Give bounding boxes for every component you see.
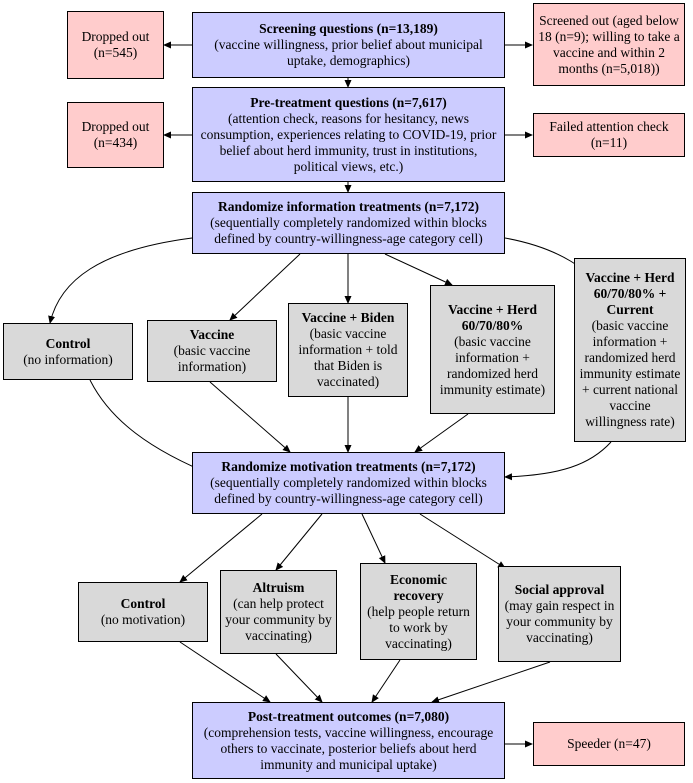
arrow-economic-to-post	[371, 659, 401, 703]
motivation-social-body: (may gain respect in your community by v…	[504, 598, 615, 645]
arrow-herdcurrent-to-motiv	[504, 441, 612, 481]
arrow-rand-to-herd	[384, 253, 453, 286]
info-treatment-herd-current: Vaccine + Herd 60/70/80% + Current (basi…	[574, 258, 686, 442]
screening-body: (vaccine willingness, prior belief about…	[214, 37, 483, 68]
motivation-treatment-economic: Economic recovery (help people return to…	[360, 563, 477, 660]
dropped-out-2-text: Dropped out (n=434)	[81, 119, 150, 150]
info-treatment-herd: Vaccine + Herd 60/70/80% (basic vaccine …	[430, 285, 555, 414]
motivation-treatment-control: Control (no motivation)	[78, 582, 208, 642]
failed-attention-box: Failed attention check (n=11)	[533, 113, 685, 157]
post-treatment-title: Post-treatment outcomes (n=7,080)	[247, 708, 450, 724]
arrow-altruism-to-post	[275, 653, 323, 703]
arrow-social-to-post	[431, 661, 551, 704]
motivation-control-body: (no motivation)	[100, 612, 186, 627]
arrow-herd-to-motiv	[414, 413, 469, 453]
motivation-altruism-body: (can help protect your community by vacc…	[225, 596, 332, 643]
pretreatment-body: (attention check, reasons for hesitancy,…	[200, 110, 497, 174]
arrow-motiv-to-economic	[361, 513, 386, 564]
arrow-motiv-to-altruism	[275, 513, 323, 571]
randomize-motivation-title: Randomize motivation treatments (n=7,172…	[221, 459, 476, 474]
speeder-text: Speeder (n=47)	[567, 736, 651, 751]
info-biden-body: (basic vaccine information + told that B…	[298, 326, 398, 389]
info-control-body: (no information)	[23, 351, 113, 367]
motivation-treatment-altruism: Altruism (can help protect your communit…	[220, 570, 337, 654]
screening-title: Screening questions (n=13,189)	[259, 21, 438, 36]
arrow-vaccine-to-motiv	[209, 381, 291, 453]
arrow-rand-to-control	[48, 237, 193, 324]
info-treatment-vaccine: Vaccine (basic vaccine information)	[147, 320, 277, 382]
info-herd-body: (basic vaccine information + randomized …	[439, 333, 546, 397]
arrow-motiv-to-social	[419, 513, 506, 569]
info-biden-title: Vaccine + Biden	[301, 310, 395, 325]
motivation-economic-body: (help people return to work by vaccinati…	[367, 603, 470, 651]
dropped-out-box-1: Dropped out (n=545)	[67, 11, 164, 79]
pretreatment-questions-box: Pre-treatment questions (n=7,617) (atten…	[192, 87, 505, 182]
info-herd-current-title: Vaccine + Herd 60/70/80% + Current	[585, 270, 675, 317]
screened-out-text: Screened out (aged below 18 (n=9); willi…	[538, 12, 680, 76]
screened-out-box: Screened out (aged below 18 (n=9); willi…	[533, 3, 685, 86]
info-treatment-control: Control (no information)	[3, 323, 133, 380]
info-control-title: Control	[45, 335, 91, 351]
motivation-social-title: Social approval	[514, 582, 605, 597]
info-herd-current-body: (basic vaccine information + randomized …	[579, 318, 681, 429]
motivation-control-title: Control	[120, 596, 166, 611]
motivation-altruism-title: Altruism	[252, 580, 305, 595]
failed-attention-text: Failed attention check (n=11)	[549, 119, 669, 150]
post-treatment-box: Post-treatment outcomes (n=7,080) (compr…	[192, 702, 505, 779]
arrow-rand-to-vaccine	[229, 253, 301, 321]
pretreatment-title: Pre-treatment questions (n=7,617)	[250, 94, 447, 110]
screening-questions-box: Screening questions (n=13,189) (vaccine …	[192, 12, 505, 78]
randomize-information-title: Randomize information treatments (n=7,17…	[218, 199, 479, 214]
dropped-out-box-2: Dropped out (n=434)	[67, 102, 164, 168]
motivation-treatment-social: Social approval (may gain respect in you…	[498, 566, 621, 662]
post-treatment-body: (comprehension tests, vaccine willingnes…	[203, 724, 494, 772]
info-vaccine-body: (basic vaccine information)	[173, 343, 251, 374]
randomize-information-box: Randomize information treatments (n=7,17…	[192, 192, 505, 254]
arrow-mcontrol-to-post	[179, 641, 271, 703]
randomize-motivation-body: (sequentially completely randomized with…	[210, 475, 487, 506]
arrow-motiv-to-control	[179, 513, 263, 583]
speeder-box: Speeder (n=47)	[533, 722, 685, 766]
dropped-out-1-text: Dropped out (n=545)	[81, 29, 150, 60]
info-vaccine-title: Vaccine	[189, 327, 235, 342]
info-herd-title: Vaccine + Herd 60/70/80%	[448, 301, 537, 333]
randomize-information-body: (sequentially completely randomized with…	[210, 215, 487, 246]
randomize-motivation-box: Randomize motivation treatments (n=7,172…	[192, 452, 505, 514]
info-treatment-biden: Vaccine + Biden (basic vaccine informati…	[288, 303, 408, 397]
motivation-economic-title: Economic recovery	[390, 571, 447, 603]
